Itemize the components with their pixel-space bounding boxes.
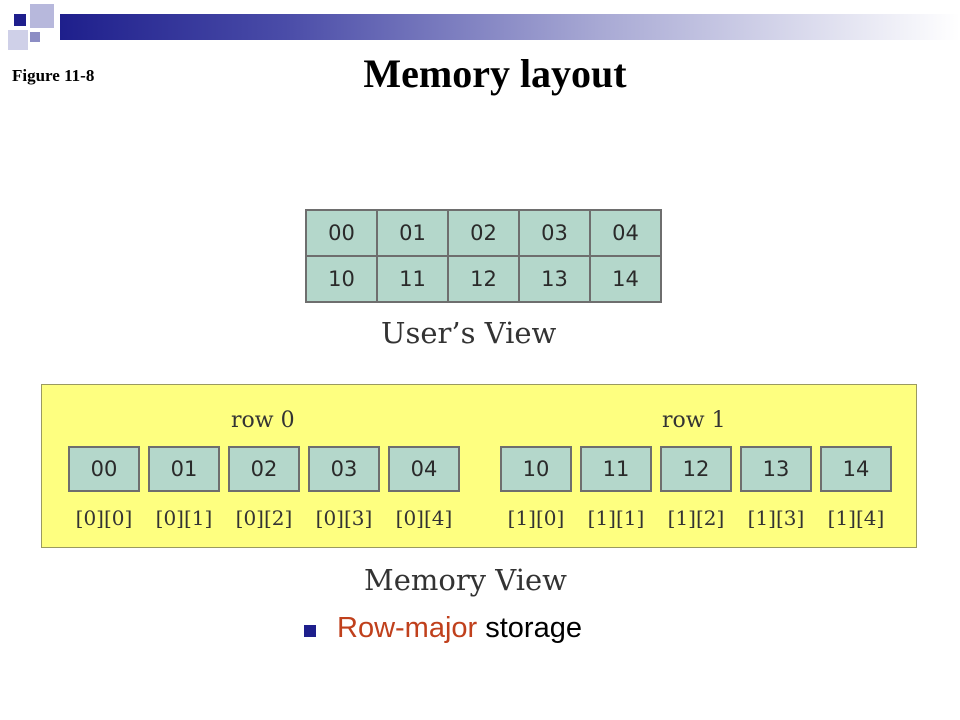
table-cell: 03 — [518, 209, 591, 257]
table-cell: 11 — [376, 255, 449, 303]
memory-cell: 03 — [308, 446, 380, 492]
row-1-label: row 1 — [662, 408, 726, 433]
banner-square-icon — [30, 32, 40, 42]
index-label: [1][0] — [507, 506, 565, 530]
memory-view-caption: Memory View — [364, 563, 567, 597]
header-banner — [0, 0, 960, 50]
table-cell: 13 — [518, 255, 591, 303]
bullet-rest: storage — [477, 612, 582, 644]
user-view-table: 00 01 02 03 04 10 11 12 13 14 — [305, 209, 662, 303]
table-cell: 14 — [589, 255, 662, 303]
index-label: [0][1] — [155, 506, 213, 530]
index-label: [0][0] — [75, 506, 133, 530]
banner-gradient-bar — [60, 14, 960, 40]
memory-cell: 04 — [388, 446, 460, 492]
table-cell: 10 — [305, 255, 378, 303]
memory-cell: 02 — [228, 446, 300, 492]
memory-cell: 00 — [68, 446, 140, 492]
table-cell: 04 — [589, 209, 662, 257]
slide-title: Memory layout — [363, 51, 627, 96]
bullet-highlight: Row-major — [337, 612, 478, 644]
index-label: [1][3] — [747, 506, 805, 530]
memory-cell: 11 — [580, 446, 652, 492]
index-label: [0][4] — [395, 506, 453, 530]
bullet-square-icon — [304, 625, 316, 637]
memory-cell: 12 — [660, 446, 732, 492]
table-cell: 12 — [447, 255, 520, 303]
index-label: [1][1] — [587, 506, 645, 530]
memory-cell: 13 — [740, 446, 812, 492]
memory-cell: 14 — [820, 446, 892, 492]
table-cell: 02 — [447, 209, 520, 257]
index-label: [1][2] — [667, 506, 725, 530]
table-row: 10 11 12 13 14 — [305, 255, 662, 303]
figure-label: Figure 11-8 — [12, 66, 95, 85]
memory-cell: 10 — [500, 446, 572, 492]
bullet-text: Row-major storage — [337, 612, 582, 645]
memory-cell: 01 — [148, 446, 220, 492]
banner-square-icon — [8, 30, 28, 50]
index-label: [1][4] — [827, 506, 885, 530]
banner-square-icon — [14, 14, 26, 26]
index-label: [0][3] — [315, 506, 373, 530]
index-label: [0][2] — [235, 506, 293, 530]
user-view-caption: User’s View — [381, 316, 557, 350]
banner-square-icon — [30, 4, 54, 28]
row-0-label: row 0 — [231, 408, 295, 433]
table-cell: 00 — [305, 209, 378, 257]
table-cell: 01 — [376, 209, 449, 257]
table-row: 00 01 02 03 04 — [305, 209, 662, 257]
